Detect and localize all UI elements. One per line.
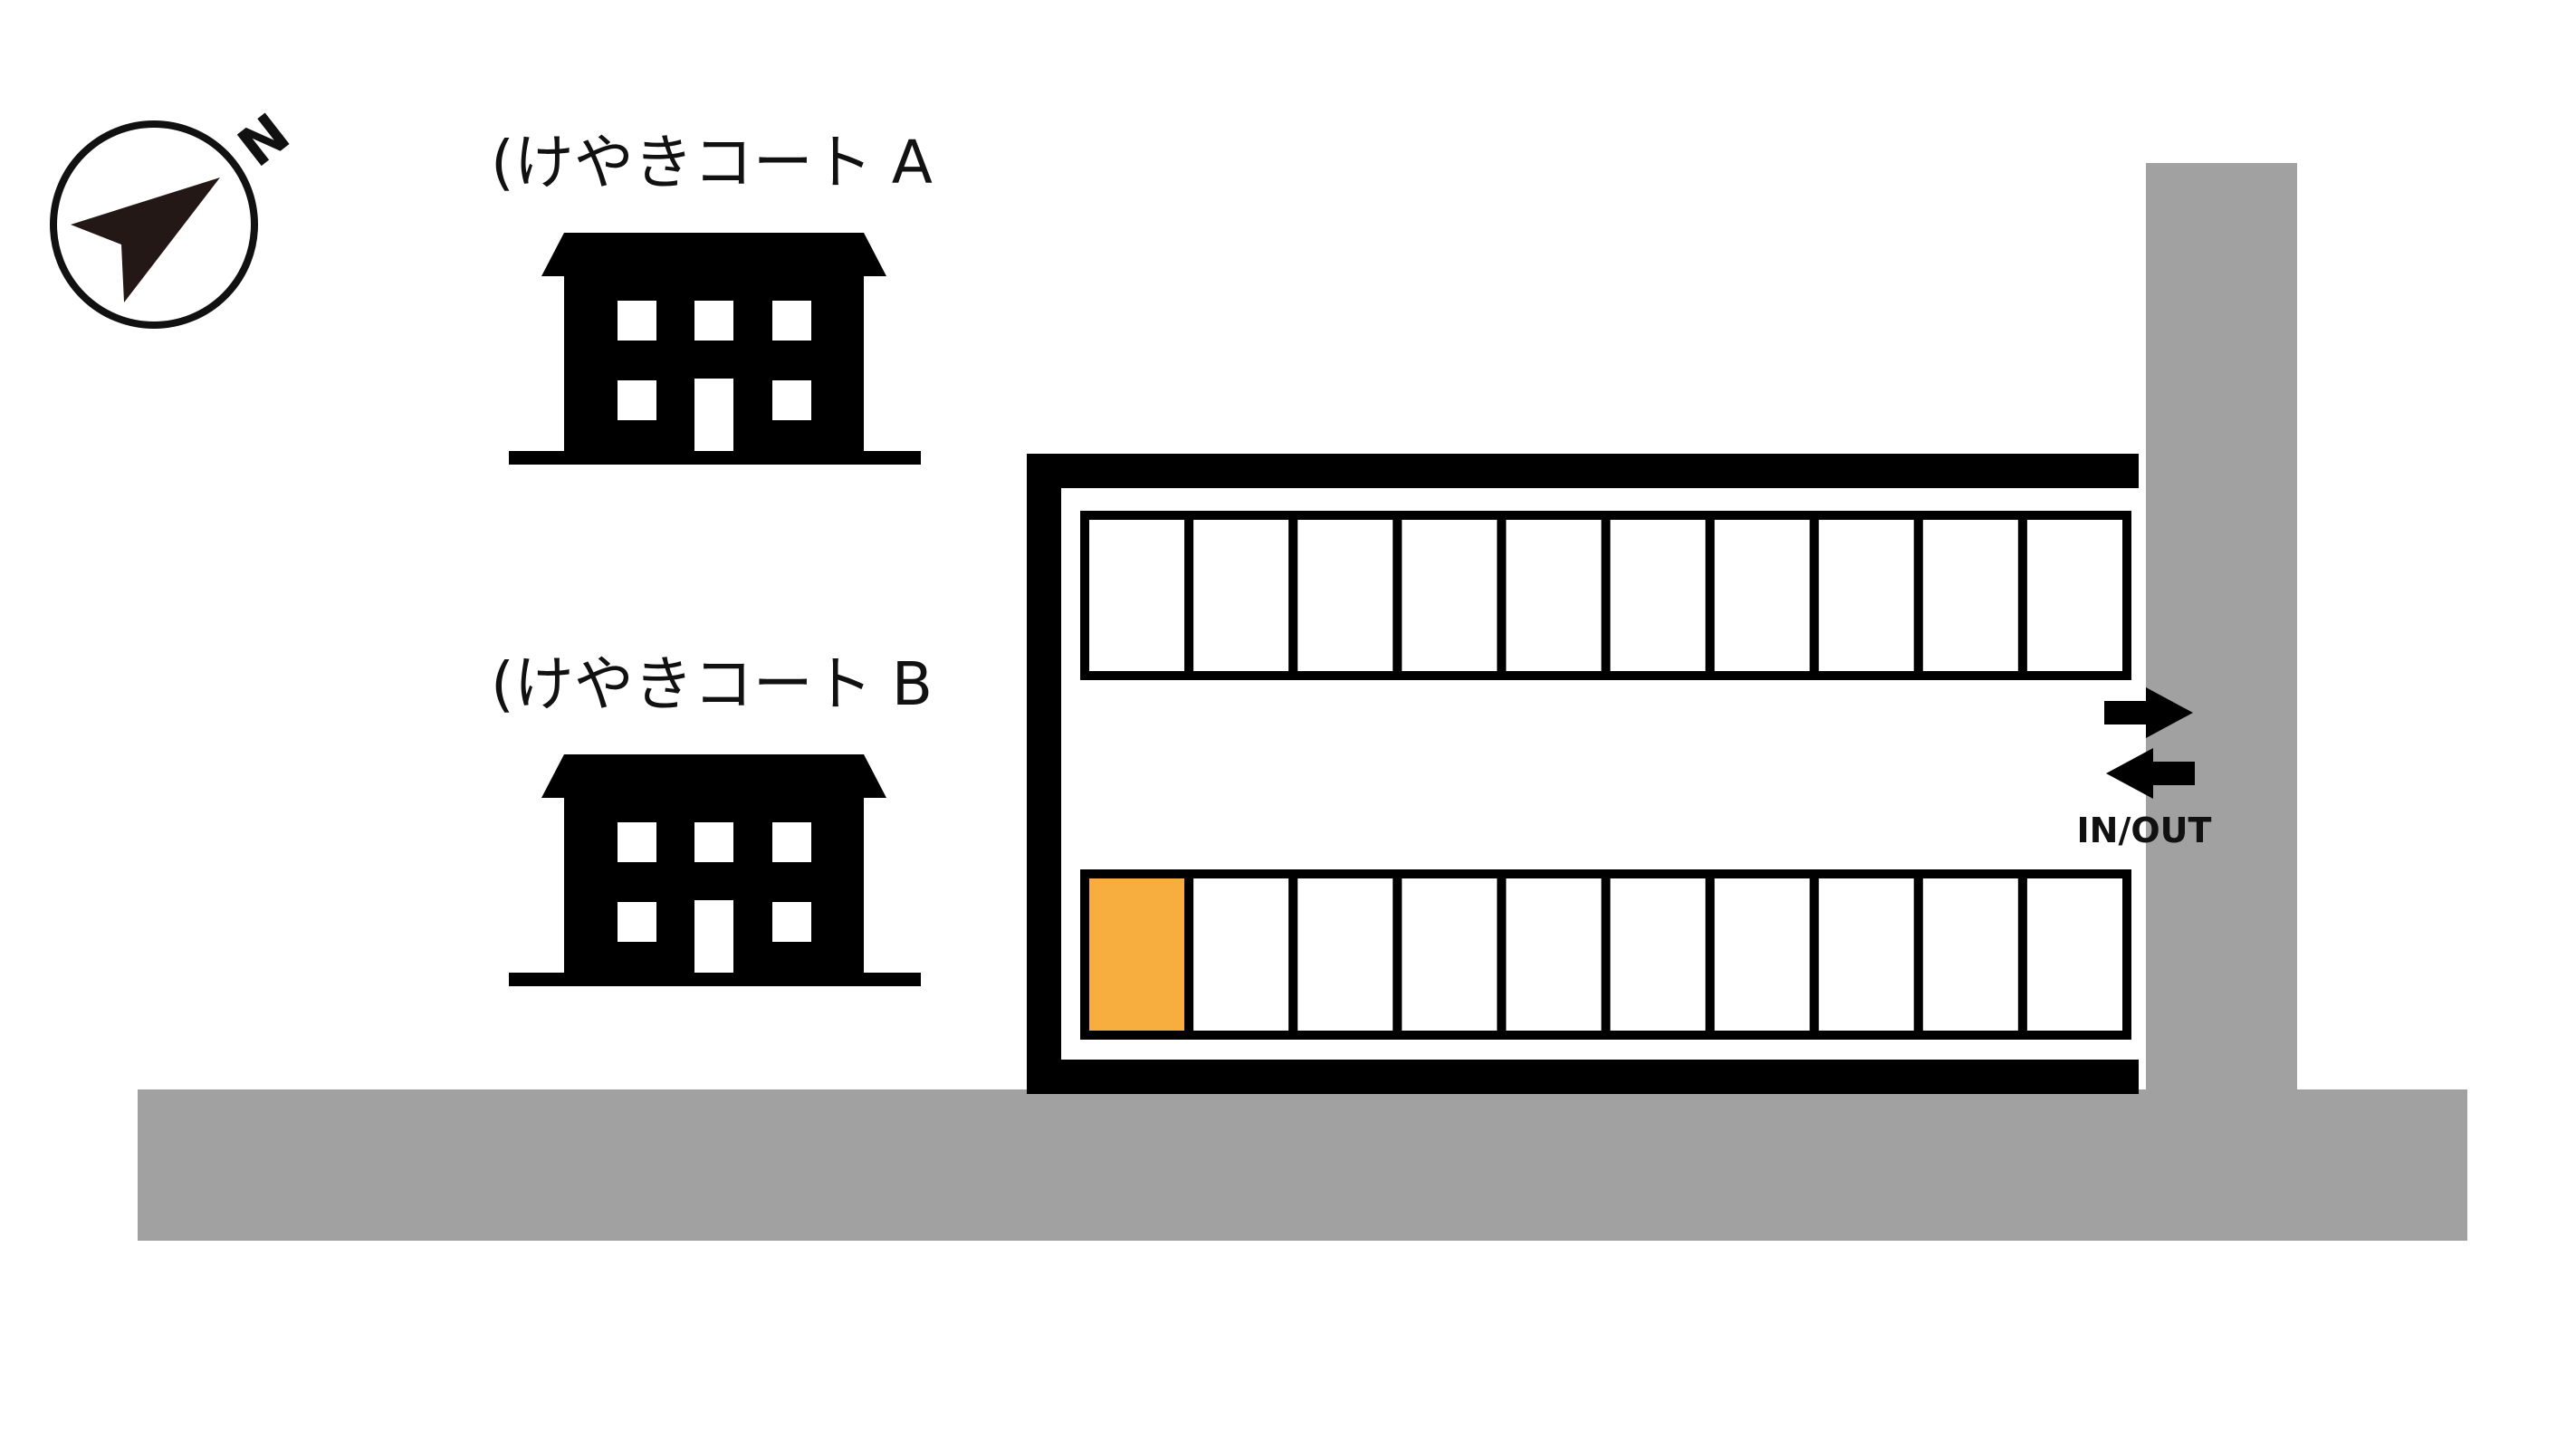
parking-space [1497,511,1611,680]
entrance-arrows [2104,687,2195,799]
parking-space-highlighted [1080,869,1194,1040]
parking-space [1288,869,1403,1040]
arrow-left-icon [2106,748,2195,799]
arrow-right-icon [2104,687,2193,738]
road-horizontal [138,1089,2467,1241]
parking-row-1 [1080,511,2131,680]
parking-row-2 [1080,869,2131,1040]
parking-space [1601,511,1715,680]
parking-space [1184,869,1298,1040]
building-b-label: (けやきコート B [491,649,933,719]
parking-space [1809,511,1923,680]
parking-space [1601,869,1715,1040]
entrance-label: IN/OUT [2077,811,2212,850]
parking-space [1809,869,1923,1040]
building-b-icon [509,754,921,986]
parking-space [2017,869,2131,1040]
parking-space [1393,511,1507,680]
parking-space [1705,869,1819,1040]
parking-space [2017,511,2131,680]
parking-space [1288,511,1403,680]
parking-space [1393,869,1507,1040]
parking-space [1080,511,1194,680]
parking-space [1184,511,1298,680]
building-a-label: (けやきコート A [491,128,933,197]
parking-space [1497,869,1611,1040]
parking-space [1913,869,2027,1040]
parking-space [1705,511,1819,680]
parking-lot-frame [1027,454,2139,1094]
compass-icon: N [50,101,302,329]
building-a-icon [509,233,921,465]
road-vertical [2146,163,2297,1096]
parking-space [1913,511,2027,680]
